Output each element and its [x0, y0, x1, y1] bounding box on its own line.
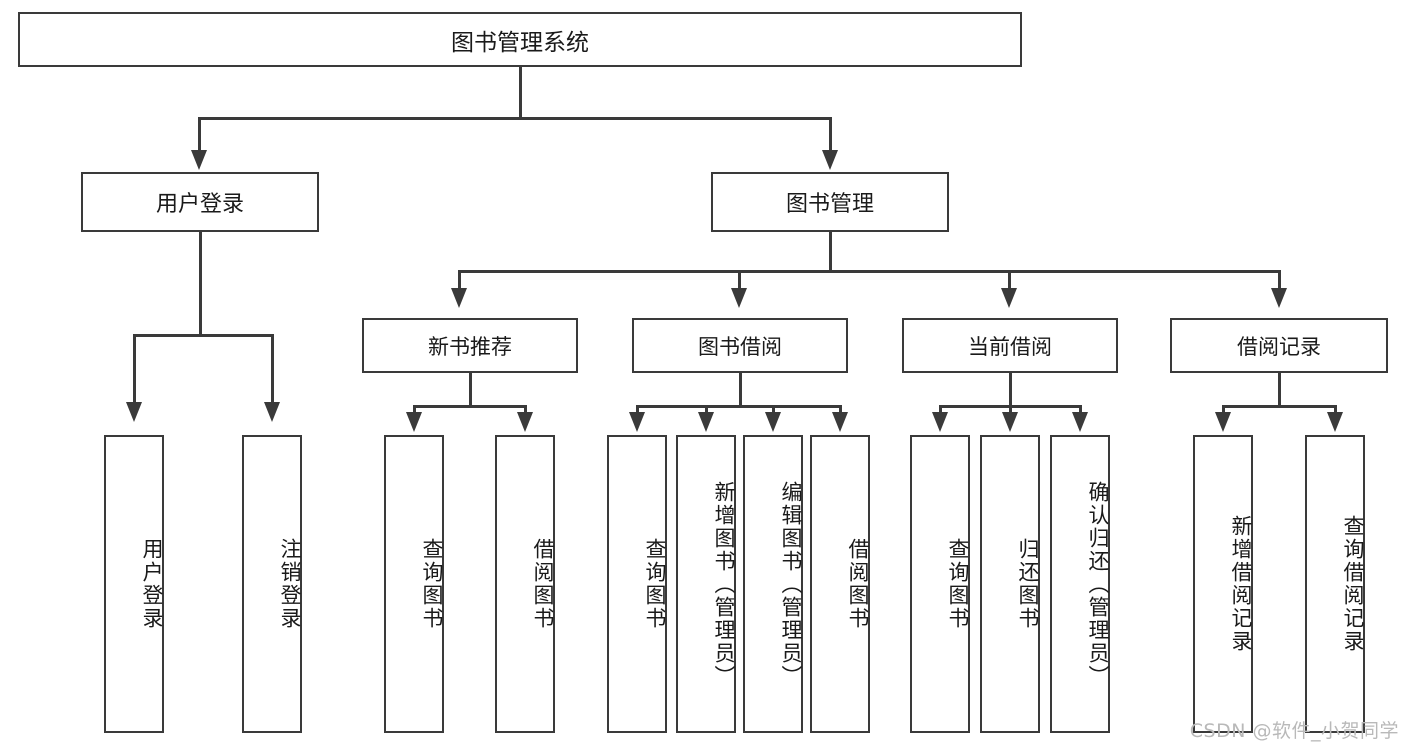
connector-book-management-bar	[458, 270, 1280, 273]
leaf-new-book-borrow[interactable]: 借阅图书	[495, 435, 555, 733]
arrow-to-new-book	[451, 288, 467, 308]
node-label: 借阅图书	[531, 538, 555, 630]
arrow-to-borrow-record	[1271, 288, 1287, 308]
node-label: 编辑图书（管理员）	[779, 480, 803, 688]
arrow-to-leaf-user-login	[126, 402, 142, 422]
arrow-to-leaf-bb-query	[629, 412, 645, 432]
node-label: 确认归还（管理员）	[1086, 480, 1110, 688]
connector-root-bar	[198, 117, 831, 120]
connector-borrow-record-bar	[1222, 405, 1336, 408]
arrow-to-user-login	[191, 150, 207, 170]
connector-user-login-drop-1	[133, 334, 136, 404]
leaf-book-borrow-edit[interactable]: 编辑图书（管理员）	[743, 435, 803, 733]
arrow-to-leaf-br-add	[1215, 412, 1231, 432]
node-book-management[interactable]: 图书管理	[711, 172, 949, 232]
leaf-current-borrow-query[interactable]: 查询图书	[910, 435, 970, 733]
connector-user-login-bar	[133, 334, 272, 337]
node-label: 查询借阅记录	[1341, 515, 1365, 653]
arrow-to-leaf-cb-query	[932, 412, 948, 432]
arrow-to-leaf-logout	[264, 402, 280, 422]
arrow-to-current-borrow	[1001, 288, 1017, 308]
arrow-to-book-management	[822, 150, 838, 170]
leaf-book-borrow-add[interactable]: 新增图书（管理员）	[676, 435, 736, 733]
node-current-borrow[interactable]: 当前借阅	[902, 318, 1118, 373]
leaf-borrow-record-query[interactable]: 查询借阅记录	[1305, 435, 1365, 733]
node-label: 归还图书	[1016, 538, 1040, 630]
node-label: 图书借阅	[698, 334, 782, 359]
connector-nb-drop-2	[524, 405, 527, 415]
connector-bb-drop-1	[636, 405, 639, 415]
node-label: 当前借阅	[968, 334, 1052, 359]
node-label: 查询图书	[946, 538, 970, 630]
connector-cb-drop-3	[1079, 405, 1082, 415]
leaf-book-borrow-lend[interactable]: 借阅图书	[810, 435, 870, 733]
node-label: 新书推荐	[428, 334, 512, 359]
node-label: 借阅图书	[846, 538, 870, 630]
node-label: 用户登录	[155, 192, 244, 217]
node-user-login[interactable]: 用户登录	[81, 172, 319, 232]
leaf-current-borrow-confirm[interactable]: 确认归还（管理员）	[1050, 435, 1110, 733]
connector-new-book-stem	[469, 373, 472, 407]
node-new-book-recommend[interactable]: 新书推荐	[362, 318, 578, 373]
leaf-borrow-record-add[interactable]: 新增借阅记录	[1193, 435, 1253, 733]
arrow-to-book-borrow	[731, 288, 747, 308]
arrow-to-leaf-bb-add	[698, 412, 714, 432]
connector-borrow-record-stem	[1278, 373, 1281, 407]
arrow-to-leaf-bb-edit	[765, 412, 781, 432]
connector-bm-drop-1	[458, 270, 461, 292]
connector-br-drop-1	[1222, 405, 1225, 415]
connector-book-borrow-stem	[739, 373, 742, 407]
connector-bm-drop-4	[1278, 270, 1281, 292]
leaf-book-borrow-query[interactable]: 查询图书	[607, 435, 667, 733]
connector-bm-drop-3	[1008, 270, 1011, 292]
connector-bb-drop-4	[839, 405, 842, 415]
node-label: 借阅记录	[1237, 334, 1321, 359]
connector-bb-drop-3	[772, 405, 775, 415]
node-label: 注销登录	[278, 538, 302, 630]
connector-new-book-bar	[413, 405, 526, 408]
node-root-system[interactable]: 图书管理系统	[18, 12, 1022, 67]
node-label: 用户登录	[140, 538, 164, 630]
connector-root-stem	[519, 67, 522, 119]
connector-nb-drop-1	[413, 405, 416, 415]
connector-cb-drop-1	[939, 405, 942, 415]
connector-br-drop-2	[1334, 405, 1337, 415]
leaf-logout[interactable]: 注销登录	[242, 435, 302, 733]
node-label: 图书管理	[785, 192, 874, 217]
arrow-to-leaf-cb-return	[1002, 412, 1018, 432]
connector-root-left-drop	[198, 117, 201, 153]
connector-root-right-drop	[829, 117, 832, 153]
connector-bb-drop-2	[705, 405, 708, 415]
connector-user-login-drop-2	[271, 334, 274, 404]
leaf-new-book-query[interactable]: 查询图书	[384, 435, 444, 733]
leaf-user-login[interactable]: 用户登录	[104, 435, 164, 733]
node-label: 新增借阅记录	[1229, 515, 1253, 653]
node-label: 查询图书	[420, 538, 444, 630]
node-book-borrow[interactable]: 图书借阅	[632, 318, 848, 373]
node-label: 查询图书	[643, 538, 667, 630]
connector-bm-drop-2	[738, 270, 741, 292]
arrow-to-leaf-nb-query	[406, 412, 422, 432]
arrow-to-leaf-nb-borrow	[517, 412, 533, 432]
connector-book-borrow-bar	[636, 405, 841, 408]
node-label: 新增图书（管理员）	[712, 480, 736, 688]
connector-current-borrow-stem	[1009, 373, 1012, 407]
connector-book-management-stem	[829, 232, 832, 272]
leaf-current-borrow-return[interactable]: 归还图书	[980, 435, 1040, 733]
node-borrow-record[interactable]: 借阅记录	[1170, 318, 1388, 373]
connector-cb-drop-2	[1009, 405, 1012, 415]
node-label: 图书管理系统	[451, 29, 589, 56]
arrow-to-leaf-bb-borrow	[832, 412, 848, 432]
arrow-to-leaf-br-query	[1327, 412, 1343, 432]
arrow-to-leaf-cb-confirm	[1072, 412, 1088, 432]
connector-user-login-stem	[199, 232, 202, 336]
